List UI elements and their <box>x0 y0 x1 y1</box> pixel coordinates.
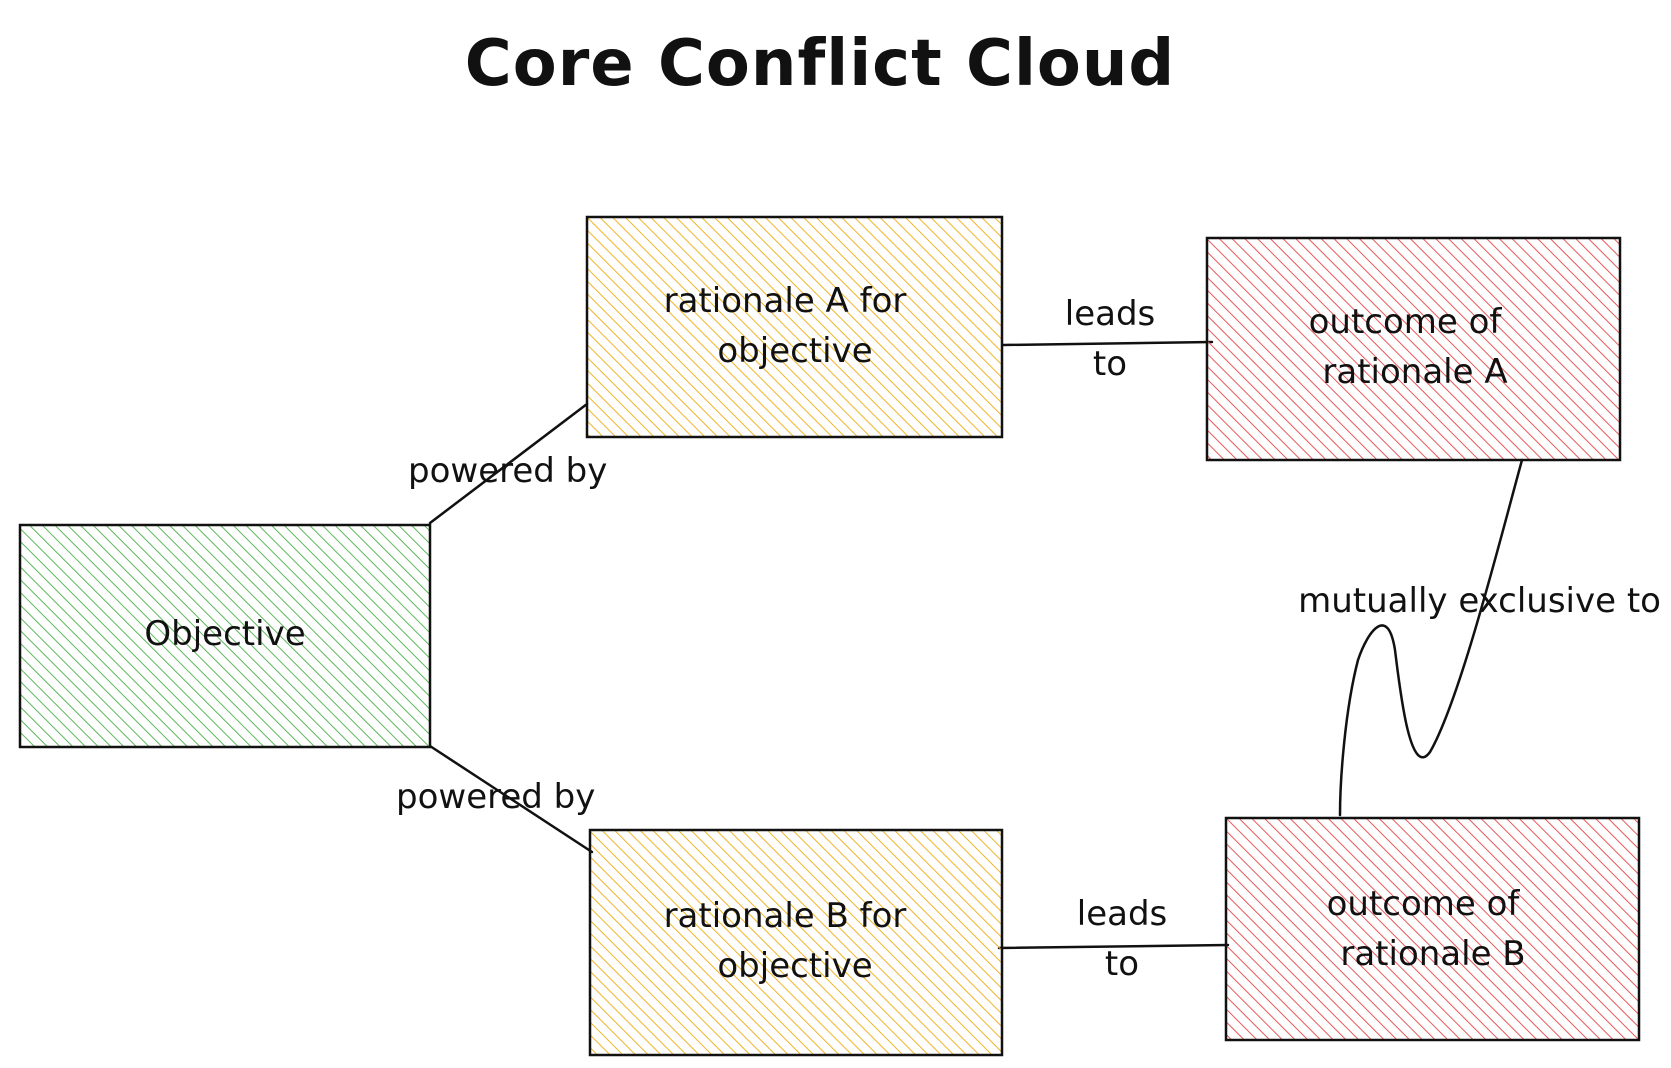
node-outcome-b: outcome of rationale B <box>1224 816 1641 1042</box>
node-outcome-b-line1: outcome of <box>1327 884 1521 924</box>
diagram-title: Core Conflict Cloud <box>465 27 1175 101</box>
edge-label-leads-to-top-line2: to <box>1093 344 1127 384</box>
edge-rationale-a-to-outcome-a <box>1001 340 1214 347</box>
node-rationale-b-line1: rationale B for <box>664 896 907 936</box>
edge-label-leads-to-top-line1: leads <box>1065 294 1156 334</box>
connectors <box>428 340 1524 950</box>
edge-label-mutually-exclusive: mutually exclusive to <box>1298 581 1661 621</box>
node-rationale-a: rationale A for objective <box>585 215 1004 439</box>
node-outcome-a-box <box>1205 236 1622 462</box>
edge-label-powered-by-top: powered by <box>408 451 607 491</box>
node-outcome-a-line2: rationale A <box>1322 352 1507 392</box>
node-objective-box <box>18 523 432 749</box>
node-rationale-b: rationale B for objective <box>588 828 1004 1057</box>
node-outcome-a: outcome of rationale A <box>1205 236 1622 462</box>
edge-objective-to-rationale-a <box>428 402 589 525</box>
node-outcome-a-line1: outcome of <box>1309 302 1503 342</box>
node-rationale-a-line2: objective <box>717 331 872 371</box>
edge-objective-to-rationale-b <box>428 744 594 854</box>
edge-outcome-a-to-outcome-b <box>1338 458 1524 817</box>
node-outcome-b-line2: rationale B <box>1340 934 1525 974</box>
node-objective-label: Objective <box>144 614 305 654</box>
edge-label-leads-to-bottom-line2: to <box>1105 944 1139 984</box>
edge-rationale-b-to-outcome-b <box>997 943 1230 950</box>
node-rationale-b-line2: objective <box>717 946 872 986</box>
edge-label-leads-to-bottom-line1: leads <box>1077 894 1168 934</box>
node-rationale-a-box <box>585 215 1004 439</box>
node-objective: Objective <box>18 523 432 749</box>
node-rationale-a-line1: rationale A for <box>664 281 907 321</box>
node-outcome-b-box <box>1224 816 1641 1042</box>
node-rationale-b-box <box>588 828 1004 1057</box>
edge-label-powered-by-bottom: powered by <box>396 777 595 817</box>
